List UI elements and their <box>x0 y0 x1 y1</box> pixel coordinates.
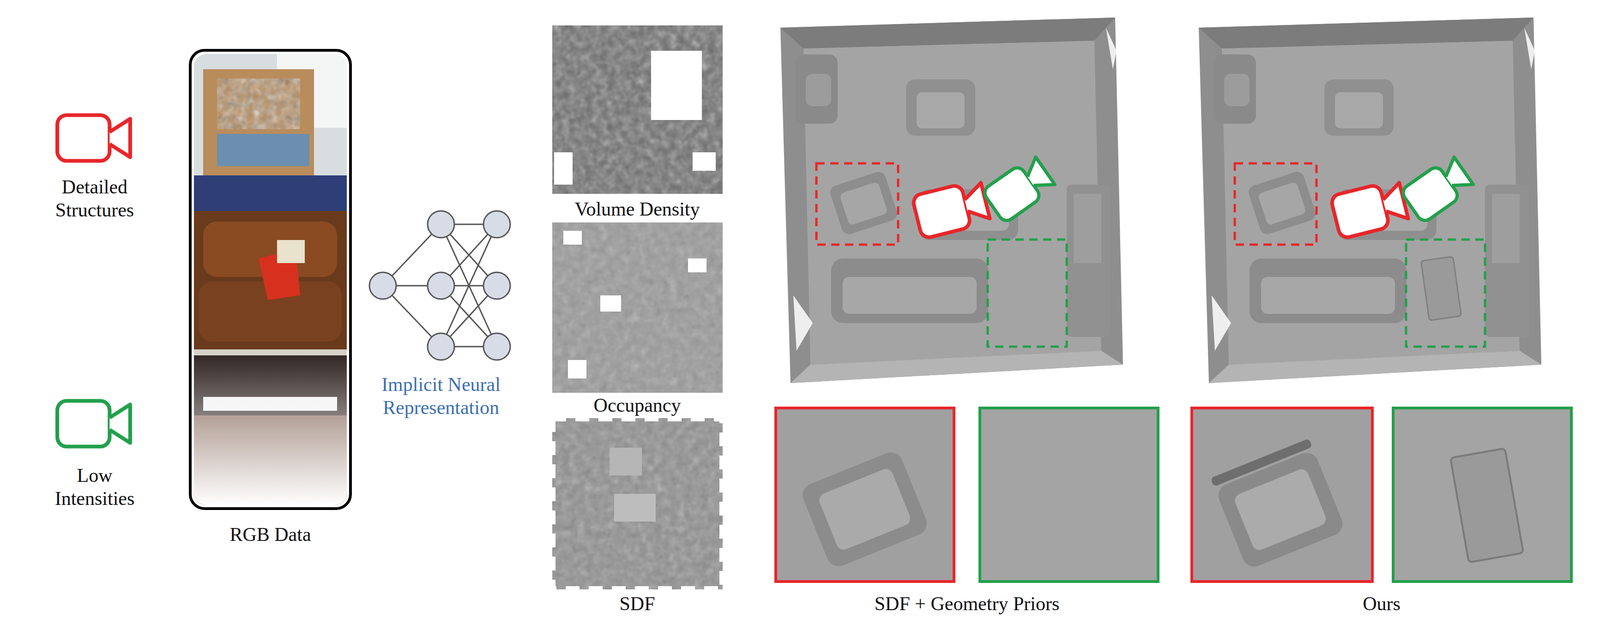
zoom-baseline-red <box>775 408 954 582</box>
figure-label: SDF <box>540 592 735 616</box>
rgb-photos <box>193 54 347 506</box>
figure-label: Detailed Structures <box>39 175 151 223</box>
zoom-baseline-green <box>979 408 1159 582</box>
volume-density-render <box>552 25 723 194</box>
baseline-reconstruction <box>780 17 1124 384</box>
camera-icon <box>57 400 131 447</box>
zoom-ours-green <box>1393 408 1572 582</box>
zoom-ours-red <box>1191 408 1373 582</box>
image-stack-box: RGB Data <box>188 48 352 511</box>
figure-label: Implicit Neural Representation <box>364 373 518 420</box>
box-caption: RGB Data <box>173 523 368 547</box>
figure-label: Occupancy <box>540 393 735 417</box>
figure-label: SDF + Geometry Priors <box>805 592 1129 616</box>
neural-network <box>369 211 511 361</box>
figure-label: Volume Density <box>540 197 735 221</box>
occupancy-render <box>552 222 723 393</box>
our-reconstruction <box>1198 17 1542 384</box>
camera-icon <box>57 114 131 161</box>
figure-label: Ours <box>1284 592 1479 616</box>
figure-label: Low Intensities <box>43 464 146 511</box>
sdf-render <box>552 418 723 590</box>
